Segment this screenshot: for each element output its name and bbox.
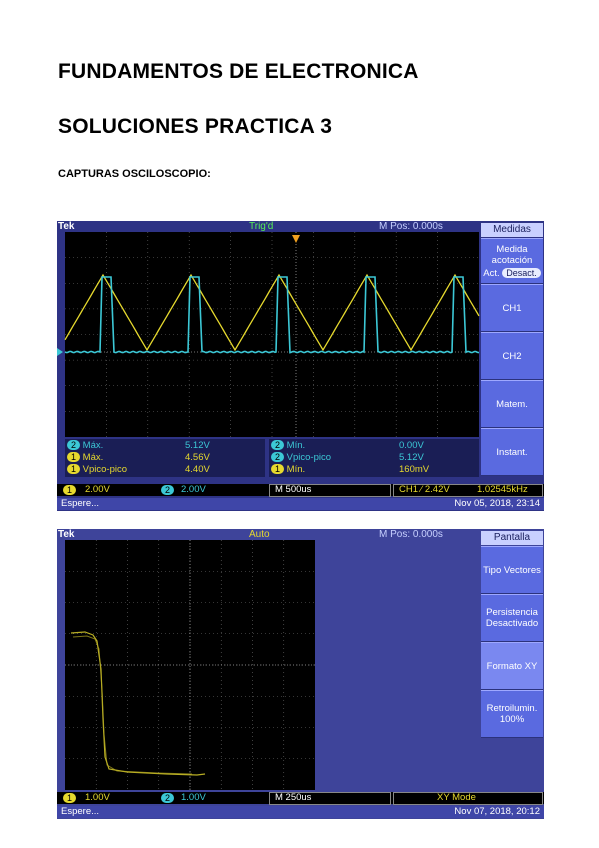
footer-bar: Espere... Nov 05, 2018, 23:14 <box>57 498 544 510</box>
menu-ch2[interactable]: CH2 <box>481 332 543 380</box>
trigger-state: Trig'd <box>249 221 274 232</box>
footer-bar: Espere... Nov 07, 2018, 20:12 <box>57 806 544 818</box>
menu-title: Medidas <box>481 223 543 237</box>
menu-persistencia[interactable]: Persistencia Desactivado <box>481 594 543 642</box>
timebase: M 250us <box>275 792 312 803</box>
timebase: M 500us <box>275 484 312 495</box>
frequency-readout: 1.02545kHz <box>477 484 528 495</box>
section-heading: CAPTURAS OSCILOSCOPIO: <box>58 168 211 180</box>
ch1-scale: 1.00V <box>85 792 110 803</box>
trigger-state: Auto <box>249 529 270 540</box>
brand-label: Tek <box>58 529 75 540</box>
measurement-row: 1 Vpico-pico <box>67 464 127 475</box>
menu-retroilumin[interactable]: Retroilumin. 100% <box>481 690 543 738</box>
measurement-value: 4.40V <box>185 464 210 475</box>
ch2-ground-marker <box>57 348 63 356</box>
measurement-row: 2 Vpico-pico <box>271 452 331 463</box>
measurement-value: 5.12V <box>399 452 424 463</box>
m-pos-readout: M Pos: 0.000s <box>379 529 443 540</box>
measurements-right: 2 Mín. 0.00V 2 Vpico-pico 5.12V 1 Mín. 1… <box>269 439 479 477</box>
m-pos-readout: M Pos: 0.000s <box>379 221 443 232</box>
measurement-value: 5.12V <box>185 440 210 451</box>
xy-mode-label: XY Mode <box>437 792 476 803</box>
measurement-row: 2 Mín. <box>271 440 305 451</box>
footer-date: Nov 05, 2018, 23:14 <box>454 498 540 509</box>
trigger-level: CH1 ∕ 2.42V <box>399 484 450 495</box>
menu-ch1[interactable]: CH1 <box>481 284 543 332</box>
brand-label: Tek <box>58 221 75 232</box>
oscilloscope-capture-2: Tek Auto M Pos: 0.000s Pantalla Tipo Vec… <box>57 529 544 819</box>
footer-status: Espere... <box>61 806 100 817</box>
measurement-value: 0.00V <box>399 440 424 451</box>
measurement-row: 2 Máx. <box>67 440 103 451</box>
footer-date: Nov 07, 2018, 20:12 <box>454 806 540 817</box>
scope2-graticule <box>57 529 544 819</box>
document-title: FUNDAMENTOS DE ELECTRONICA <box>58 60 419 83</box>
menu-medida-acotacion[interactable]: Medida acotación Act. Desact. <box>481 238 543 284</box>
measurements-left: 2 Máx. 5.12V 1 Máx. 4.56V 1 Vpico-pico 4… <box>65 439 265 477</box>
document-subtitle: SOLUCIONES PRACTICA 3 <box>58 115 333 138</box>
menu-instant[interactable]: Instant. <box>481 428 543 476</box>
measurement-value: 4.56V <box>185 452 210 463</box>
measurement-row: 1 Mín. <box>271 464 305 475</box>
status-bar: 1 2.00V 2 2.00V M 500us CH1 ∕ 2.42V 1.02… <box>57 484 544 497</box>
ch2-scale: 1.00V <box>181 792 206 803</box>
ch1-scale: 2.00V <box>85 484 110 495</box>
measurement-row: 1 Máx. <box>67 452 103 463</box>
menu-formato-xy[interactable]: Formato XY <box>481 642 543 690</box>
status-bar: 1 1.00V 2 1.00V M 250us XY Mode <box>57 792 544 805</box>
ch2-scale: 2.00V <box>181 484 206 495</box>
measurement-value: 160mV <box>399 464 430 475</box>
trigger-position-marker <box>292 235 300 243</box>
menu-matem[interactable]: Matem. <box>481 380 543 428</box>
oscilloscope-capture-1: Tek Trig'd M Pos: 0.000s Medidas Medida … <box>57 221 544 511</box>
menu-title: Pantalla <box>481 531 543 545</box>
footer-status: Espere... <box>61 498 100 509</box>
menu-tipo-vectores[interactable]: Tipo Vectores <box>481 546 543 594</box>
